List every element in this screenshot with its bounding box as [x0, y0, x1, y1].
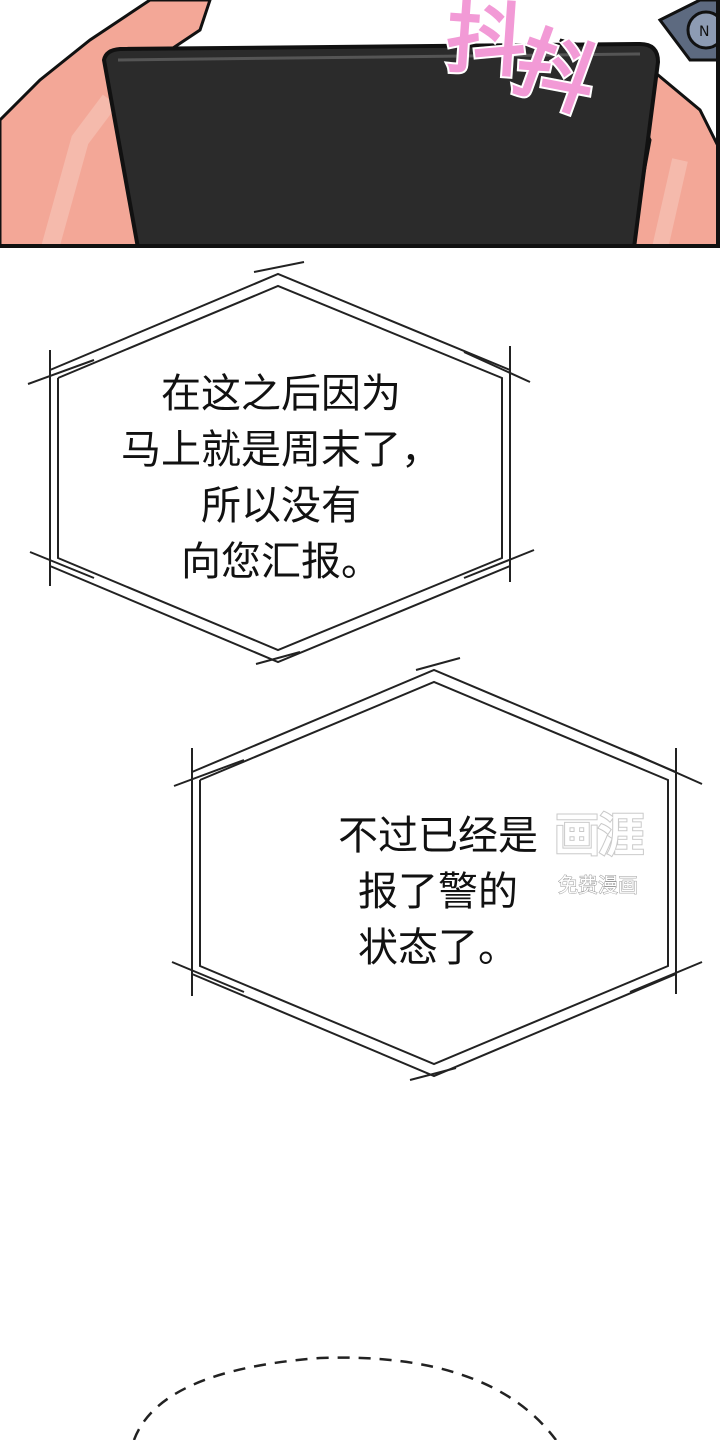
watermark-caption: 免费漫画 — [558, 873, 639, 898]
speech-line: 在这之后因为 — [161, 371, 401, 417]
laptop-illustration: N — [0, 0, 720, 248]
watermark-logo: 画涯 — [538, 806, 658, 864]
comic-panel-laptop: N 抖抖 — [0, 0, 720, 248]
hexagon-bubble-frame — [27, 261, 535, 665]
speech-text-2: 不过已经是 报了警的 状态了。 — [170, 808, 706, 976]
speech-bubble-1: 在这之后因为 马上就是周末了， 所以没有 向您汇报。 — [24, 261, 538, 672]
hexagon-bubble-frame — [171, 657, 703, 1081]
speech-line: 向您汇报。 — [181, 539, 381, 585]
dashed-thought-bubble — [132, 1356, 557, 1440]
left-arm — [0, 0, 212, 248]
speech-line: 不过已经是 — [338, 813, 538, 859]
speech-line: 报了警的 — [358, 869, 518, 915]
speech-line: 马上就是周末了， — [121, 427, 441, 473]
laptop-back — [101, 41, 661, 248]
svg-text:N: N — [699, 24, 709, 40]
watermark: 画涯 免费漫画 — [538, 806, 658, 902]
speech-text-1: 在这之后因为 马上就是周末了， 所以没有 向您汇报。 — [24, 366, 538, 590]
speech-line: 所以没有 — [201, 483, 361, 529]
speech-line: 状态了。 — [358, 925, 518, 971]
watch-icon: N — [657, 0, 720, 62]
speech-bubble-2: 不过已经是 报了警的 状态了。 — [170, 657, 706, 1086]
